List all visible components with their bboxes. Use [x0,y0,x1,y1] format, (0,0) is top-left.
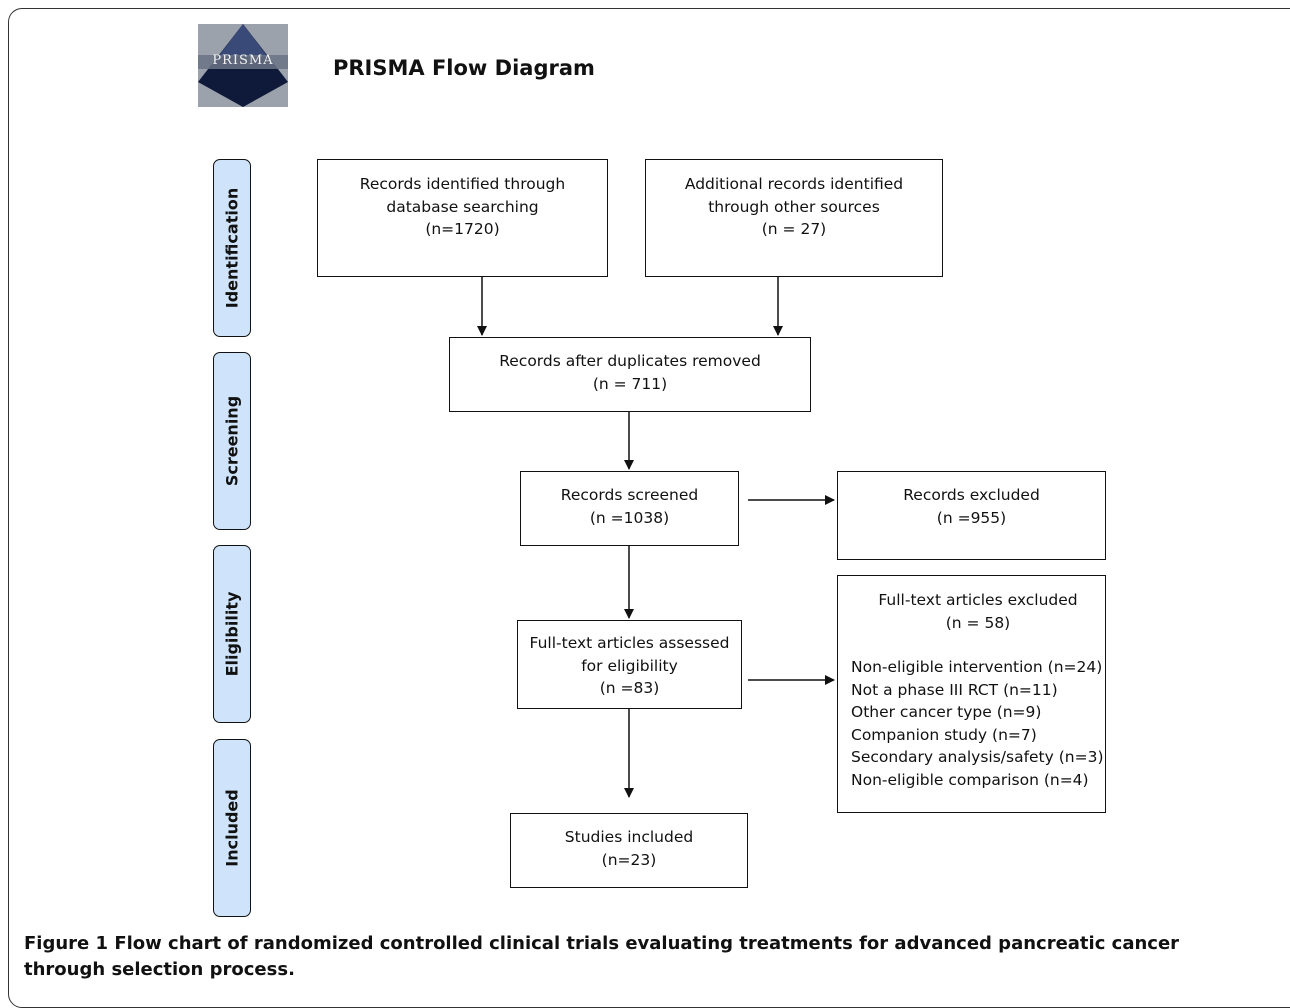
exclusion-reason: Not a phase III RCT (n=11) [851,680,1058,699]
figure-label: Figure 1 [24,933,109,954]
box-line: Records identified through [359,175,566,193]
box-heading-line: Full-text articles excluded [878,591,1078,609]
box-duplicates-removed: Records after duplicates removed (n = 71… [449,337,811,412]
box-heading-line: (n = 58) [945,613,1011,632]
box-line: for eligibility [581,656,678,675]
box-line: (n=1720) [425,220,500,238]
box-line: database searching [386,197,539,216]
box-line: Additional records identified [684,175,904,193]
diagram-title: PRISMA Flow Diagram [333,56,595,80]
figure-caption-text: Flow chart of randomized controlled clin… [24,933,1180,980]
box-line: (n=23) [601,850,657,869]
box-line: through other sources [708,197,880,216]
phase-eligibility: Eligibility [213,545,251,723]
box-line: Studies included [564,828,694,846]
box-records-excluded: Records excluded (n =955) [837,471,1106,560]
figure-caption: Figure 1 Flow chart of randomized contro… [24,931,1264,983]
exclusion-reason: Non-eligible comparison (n=4) [851,770,1089,789]
flow-arrows [477,277,835,798]
box-line: (n = 27) [761,220,827,238]
exclusion-reason: Companion study (n=7) [851,725,1037,744]
phase-screening: Screening [213,352,251,530]
box-database-records: Records identified through database sear… [317,159,608,277]
logo-text: PRISMA [212,53,274,68]
exclusion-reason: Other cancer type (n=9) [851,703,1042,721]
phase-included: Included [213,739,251,917]
exclusion-reason: Secondary analysis/safety (n=3) [851,748,1104,766]
phase-identification: Identification [213,159,251,337]
box-fulltext-assessed: Full-text articles assessed for eligibil… [517,620,742,709]
prisma-logo-triangle [198,24,288,107]
box-line: Records after duplicates removed [499,352,761,370]
box-line: Full-text articles assessed [529,634,730,652]
box-line: (n =83) [599,679,660,697]
box-line: (n =1038) [589,508,670,527]
spacer [851,634,1105,656]
box-fulltext-excluded: Full-text articles excluded (n = 58) Non… [837,575,1106,813]
box-line: Records excluded [903,486,1040,504]
box-line: (n =955) [936,508,1007,527]
box-other-sources: Additional records identified through ot… [645,159,943,277]
box-line: Records screened [560,486,699,504]
exclusion-reason: Non-eligible intervention (n=24) [851,658,1103,676]
box-studies-included: Studies included (n=23) [510,813,748,888]
box-records-screened: Records screened (n =1038) [520,471,739,546]
prisma-logo: PRISMA [198,24,288,107]
box-line: (n = 711) [592,374,668,393]
